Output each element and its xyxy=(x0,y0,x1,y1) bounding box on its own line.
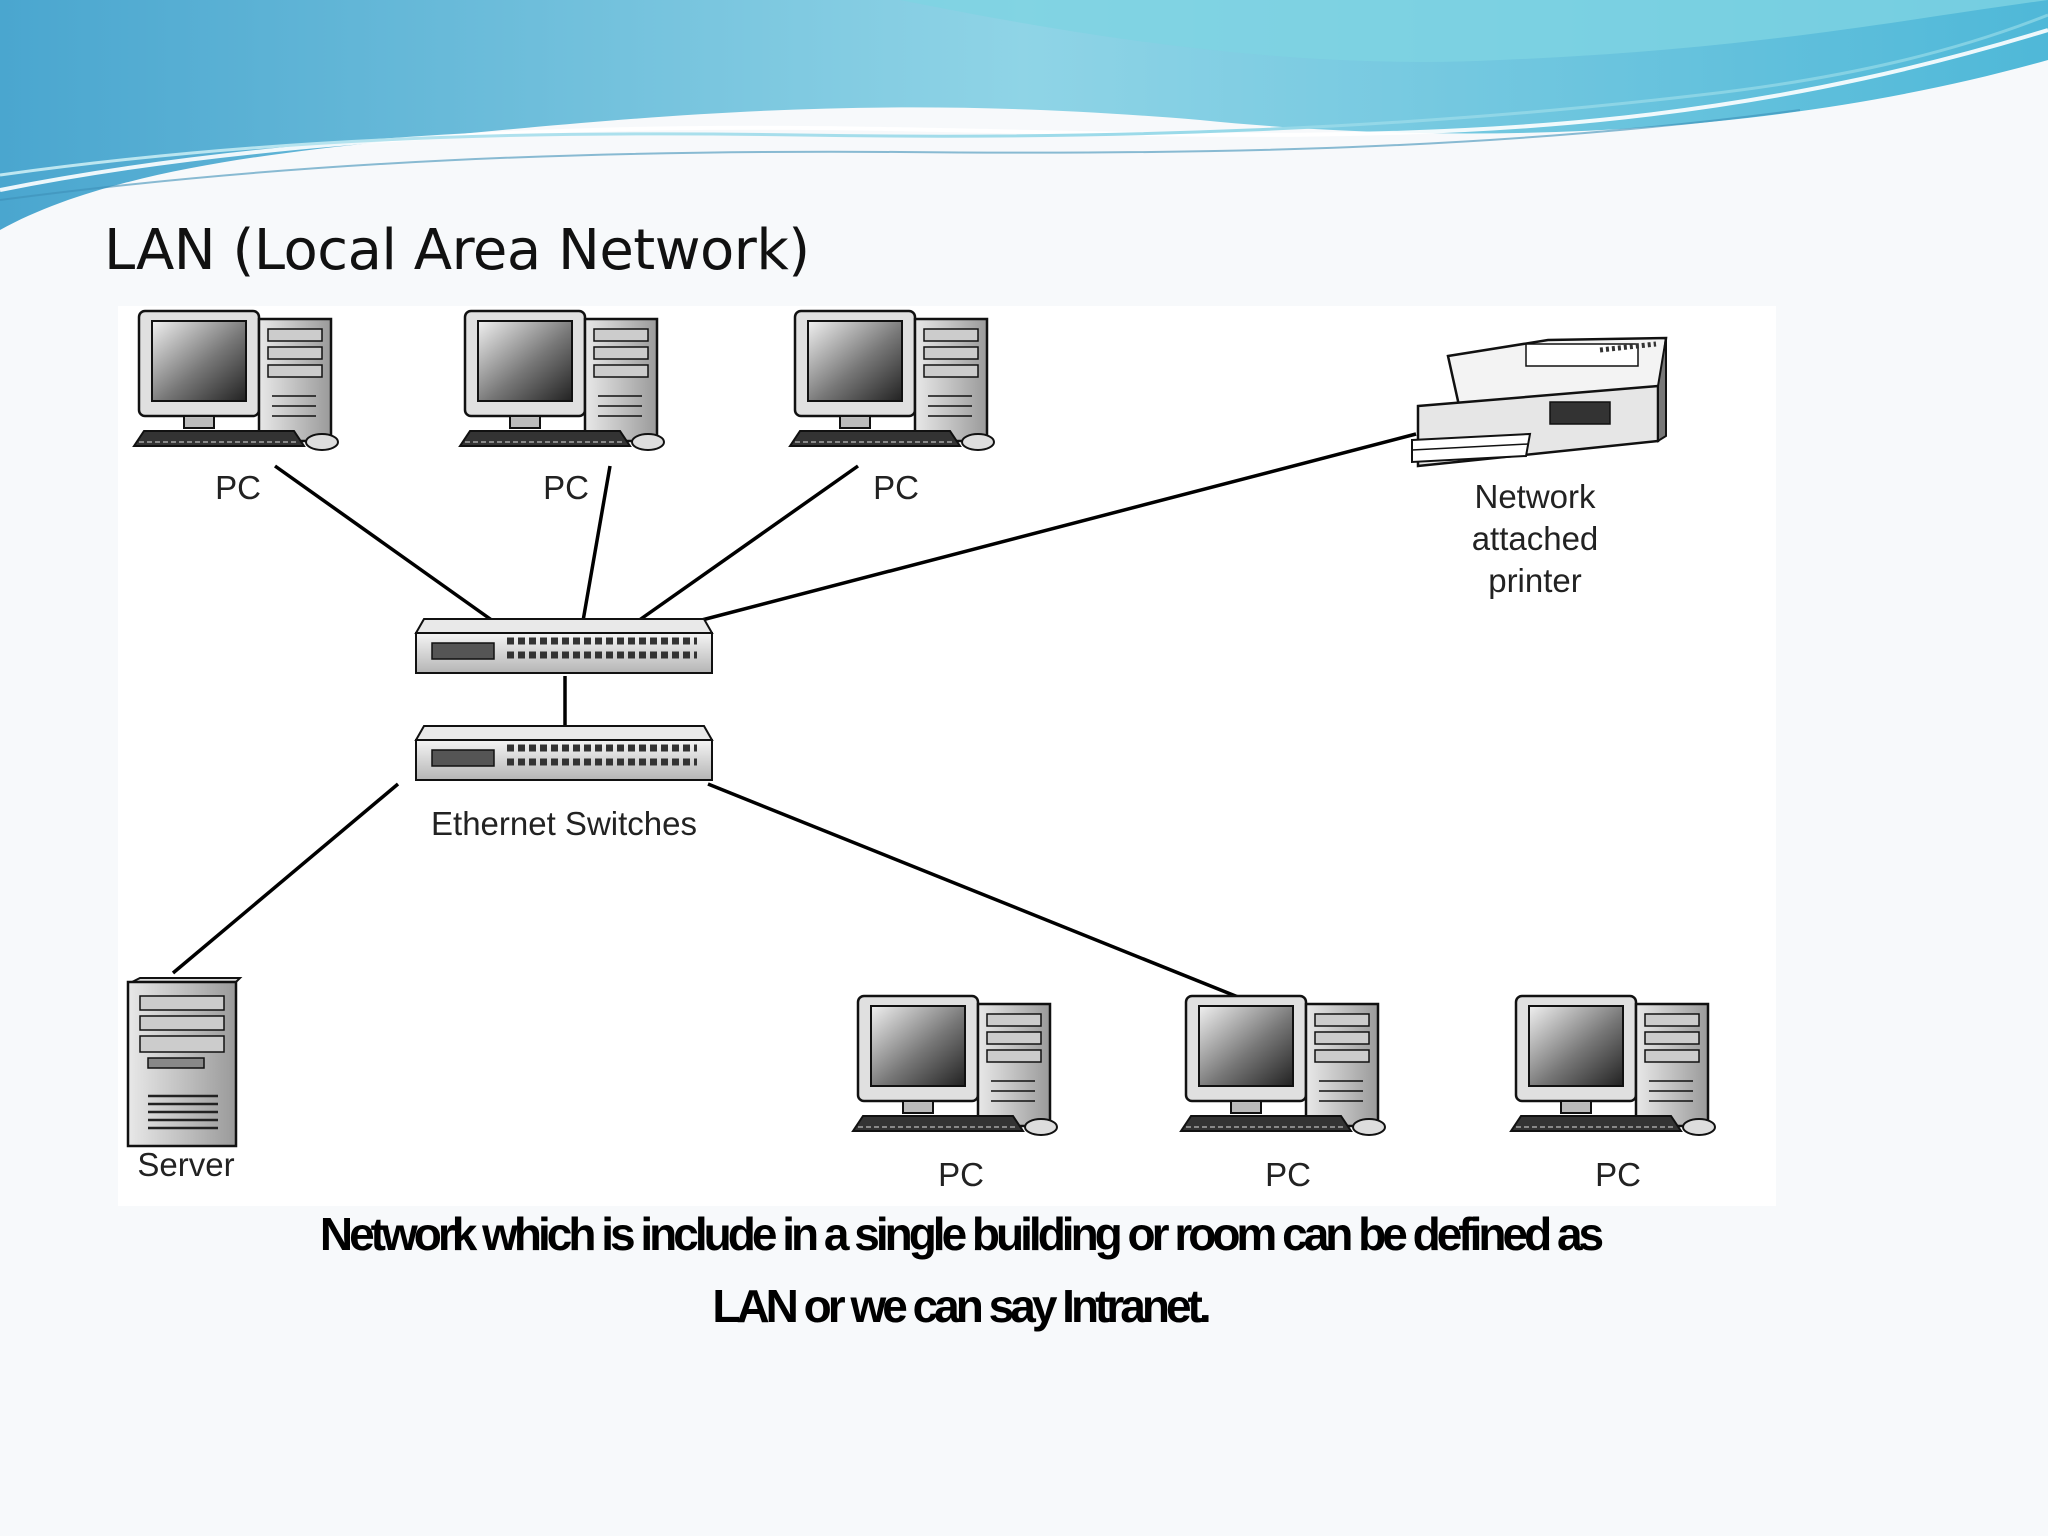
pc-bottom-1-label: PC xyxy=(938,1156,984,1193)
desktop-pc-icon xyxy=(458,309,666,452)
lan-diagram: PC PC PC Network attached printer xyxy=(126,309,1717,1193)
printer-label-line1: Network xyxy=(1474,478,1596,515)
pc-top-3-label: PC xyxy=(873,469,919,506)
printer-label-line2: attached xyxy=(1472,520,1599,557)
ethernet-switch-icon xyxy=(416,619,712,673)
server-label: Server xyxy=(137,1146,234,1183)
decorative-wave-banner xyxy=(0,0,2048,230)
caption-line-1: Network which is include in a single bui… xyxy=(319,1208,1604,1260)
ethernet-switch-icon xyxy=(416,726,712,780)
pc-top-3: PC xyxy=(788,309,996,506)
pc-bottom-2-label: PC xyxy=(1265,1156,1311,1193)
desktop-pc-icon xyxy=(132,309,340,452)
pc-top-2: PC xyxy=(458,309,666,506)
desktop-pc-icon xyxy=(851,994,1059,1137)
lan-diagram-panel: PC PC PC Network attached printer xyxy=(118,306,1776,1206)
ethernet-switches: Ethernet Switches xyxy=(416,619,712,842)
pc-top-1-label: PC xyxy=(215,469,261,506)
pc-bottom-2: PC xyxy=(1179,994,1387,1193)
server: Server xyxy=(126,977,243,1183)
network-cables xyxy=(171,432,1417,1003)
desktop-pc-icon xyxy=(1179,994,1387,1137)
desktop-pc-icon xyxy=(788,309,996,452)
network-printer-icon xyxy=(1411,336,1668,468)
caption-line-2: LAN or we can say Intranet. xyxy=(712,1280,1211,1332)
pc-top-2-label: PC xyxy=(543,469,589,506)
desktop-pc-icon xyxy=(1509,994,1717,1137)
pc-top-1: PC xyxy=(132,309,340,506)
pc-bottom-3-label: PC xyxy=(1595,1156,1641,1193)
switches-label: Ethernet Switches xyxy=(431,805,697,842)
pc-bottom-1: PC xyxy=(851,994,1059,1193)
network-printer: Network attached printer xyxy=(1411,336,1668,599)
pc-bottom-3: PC xyxy=(1509,994,1717,1193)
server-tower-icon xyxy=(126,977,243,1148)
slide-title: LAN (Local Area Network) xyxy=(104,218,810,283)
printer-label-line3: printer xyxy=(1488,562,1582,599)
slide-caption: Network which is include in a single bui… xyxy=(60,1198,1860,1342)
